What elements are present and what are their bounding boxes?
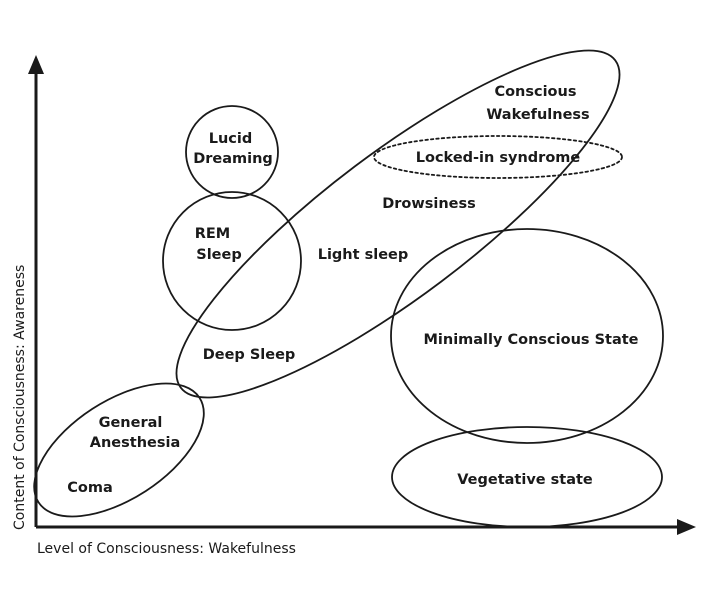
minimally-conscious-ellipse — [390, 228, 664, 444]
anesthesia-coma-ellipse — [33, 382, 205, 518]
conscious-wakefulness-label: Conscious Wakefulness — [486, 84, 589, 123]
y-axis-arrowhead — [28, 55, 44, 74]
minimally-conscious-state-label: Minimally Conscious State — [423, 332, 638, 348]
general-anesthesia-label: General Anesthesia — [90, 415, 180, 451]
light-sleep-label: Light sleep — [318, 247, 409, 263]
x-axis-arrowhead — [677, 519, 696, 535]
x-axis-label: Level of Consciousness: Wakefulness — [37, 541, 296, 557]
lucid-dreaming-label: Lucid Dreaming — [193, 131, 273, 167]
rem-sleep-label: REM Sleep — [195, 226, 242, 263]
vegetative-state-ellipse — [391, 426, 663, 528]
lucid-dreaming-circle — [185, 105, 279, 199]
deep-sleep-label: Deep Sleep — [203, 347, 296, 363]
drowsiness-label: Drowsiness — [382, 196, 476, 212]
rem-sleep-circle — [162, 191, 302, 331]
vegetative-state-label: Vegetative state — [457, 472, 593, 488]
locked-in-syndrome-ellipse — [373, 135, 623, 179]
locked-in-syndrome-label: Locked-in syndrome — [416, 150, 581, 166]
wake-sleep-continuum-ellipse — [175, 49, 621, 399]
coma-label: Coma — [67, 480, 113, 496]
y-axis-label: Content of Consciousness: Awareness — [12, 265, 28, 530]
